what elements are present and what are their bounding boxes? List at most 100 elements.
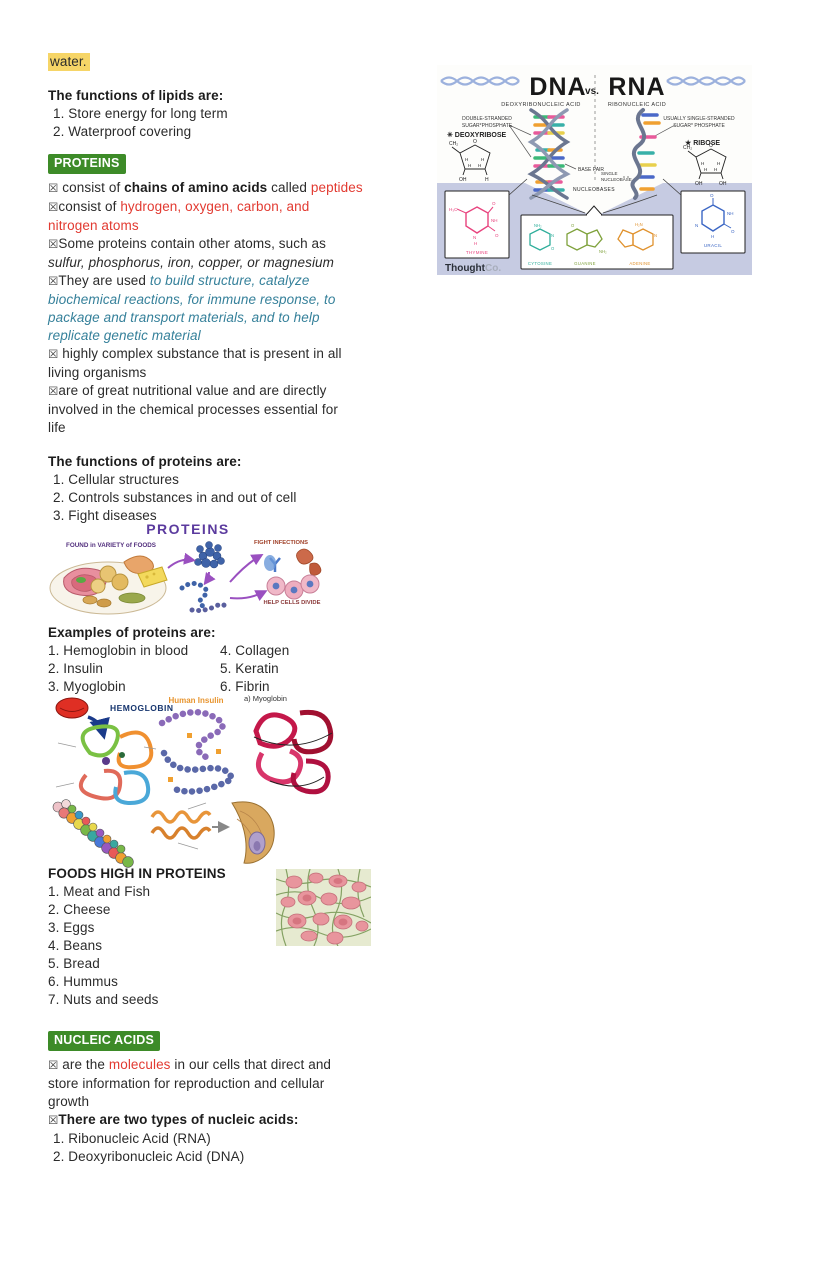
atom-label: H₃C — [449, 207, 458, 212]
found-in-foods-label: FOUND in VARIETY of FOODS — [66, 542, 156, 549]
text-segment: molecules — [108, 1057, 171, 1072]
nucleic-line: growth — [48, 1094, 90, 1109]
proteins-line: ☒are of great nutritional value and are … — [48, 382, 363, 401]
protein-functions-section: The functions of proteins are: 1. Cellul… — [48, 453, 297, 525]
nucleic-acids-section: NUCLEIC ACIDS ☒ are the molecules in our… — [48, 1031, 331, 1166]
proteins-line: replicate genetic material — [48, 328, 201, 343]
foods-item: 2. Cheese — [48, 902, 111, 917]
bubble-brace — [531, 194, 658, 214]
logo-text-light: Co. — [485, 263, 501, 274]
base-pair-label: BASE PAIR — [578, 167, 604, 173]
text-segment: hydrogen, oxygen, carbon, and — [120, 199, 310, 214]
proteins-line: ☒Some proteins contain other atoms, such… — [48, 235, 363, 254]
examples-section: Examples of proteins are: 1. Hemoglobin … — [48, 624, 289, 696]
dna-vs-rna-infographic-image: DNA vs. RNA DEOXYRIBONUCLEIC ACID RIBONU… — [437, 65, 752, 275]
hemoglobin-illustration: HEMOGLOBIN — [55, 697, 173, 806]
foods-item: 6. Hummus — [48, 974, 118, 989]
atom-label: NH₂ — [534, 223, 542, 228]
atom-label: H₂N — [635, 222, 643, 227]
atom-label: H — [465, 157, 468, 162]
deoxyribose-label: ✳ DEOXYRIBOSE — [447, 131, 506, 139]
text-segment: consist of — [58, 199, 121, 214]
fight-infections-label: FIGHT INFECTIONS — [254, 540, 308, 546]
proteins-line: life — [48, 420, 66, 435]
proteins-line: ☒ consist of chains of amino acids calle… — [48, 179, 363, 198]
atom-label: OH — [695, 181, 703, 187]
thymine-name: THYMINE — [466, 250, 488, 255]
nucleobases-box: NH₂ N O CYTOSINE O NH₂ GUANINE H₂N N ADE… — [520, 205, 674, 270]
rna-subtitle: RIBONUCLEIC ACID — [608, 102, 666, 108]
nucleic-acids-chip: NUCLEIC ACIDS — [48, 1031, 161, 1051]
atom-label: O — [551, 246, 555, 251]
text-segment: They are used — [58, 273, 150, 288]
single-nucleobase-label: NUCLEOBASE — [601, 177, 632, 182]
foods-item: 7. Nuts and seeds — [48, 992, 159, 1007]
atom-label: NH₂ — [599, 249, 607, 254]
ribose-structure — [687, 148, 727, 180]
food-plate-illustration — [49, 555, 168, 615]
atom-label: H — [711, 234, 714, 239]
atom-label: H — [485, 177, 489, 183]
examples-item: 6. Fibrin — [220, 679, 270, 694]
atom-label: H — [714, 167, 717, 172]
rna-strand-note: USUALLY SINGLE-STRANDED — [663, 116, 735, 122]
proteins-line: ☒ highly complex substance that is prese… — [48, 345, 363, 364]
atom-label: O — [473, 139, 477, 145]
single-nucleobase-label: SINGLE — [601, 171, 618, 176]
atom-label: CH₂ — [683, 145, 692, 151]
dividing-cells-icons — [266, 574, 320, 600]
examples-item: 3. Myoglobin — [48, 679, 126, 694]
missing-glyph-icon: ☒ — [48, 202, 59, 214]
myoglobin-label: a) Myoglobin — [244, 694, 287, 703]
atom-label: N — [654, 233, 657, 238]
protein-functions-item: 1. Cellular structures — [53, 472, 179, 487]
protein-molecule-illustration — [194, 541, 225, 569]
atom-label: O — [709, 143, 713, 149]
decorative-helix-strip — [440, 76, 746, 86]
foods-section: FOODS HIGH IN PROTEINS 1. Meat and Fish … — [48, 865, 226, 1009]
missing-glyph-icon: ☒ — [48, 1115, 59, 1127]
lipids-heading: The functions of lipids are: — [48, 88, 224, 103]
protein-functions-item: 2. Controls substances in and out of cel… — [53, 490, 297, 505]
nucleic-line: ☒ are the molecules in our cells that di… — [48, 1056, 331, 1075]
missing-glyph-icon: ☒ — [48, 276, 59, 288]
missing-glyph-icon: ☒ — [48, 349, 59, 361]
foods-item: 3. Eggs — [48, 920, 95, 935]
ribose-label: ★ RIBOSE — [685, 139, 720, 147]
proteins-line: ☒consist of hydrogen, oxygen, carbon, an… — [48, 198, 363, 217]
text-segment: to build structure, catalyze — [149, 273, 310, 288]
uracil-structure-box: O NH O N H URACIL — [680, 190, 746, 254]
atom-label: H — [481, 157, 484, 162]
missing-glyph-icon: ☒ — [48, 183, 59, 195]
proteins-line: involved in the chemical processes essen… — [48, 402, 338, 417]
rna-title: RNA — [608, 73, 665, 101]
text-segment: in our cells that direct and — [170, 1057, 332, 1072]
atom-label: H — [701, 161, 704, 166]
text-segment: There are two types of nucleic acids: — [58, 1112, 299, 1127]
proteins-line: biochemical reactions, for immune respon… — [48, 292, 336, 307]
examples-item: 5. Keratin — [220, 661, 279, 676]
text-segment: chains of amino acids — [124, 180, 268, 195]
logo-text-dark: Thought — [445, 263, 486, 274]
atom-label: H — [474, 241, 477, 246]
foods-item: 4. Beans — [48, 938, 103, 953]
atom-label: N — [551, 233, 554, 238]
atom-label: H — [468, 163, 471, 168]
atom-label: OH — [719, 181, 727, 187]
amino-acid-chain-illustration — [179, 580, 229, 613]
diagram-title: PROTEINS — [146, 521, 230, 537]
atom-label: OH — [459, 177, 467, 183]
help-cells-divide-label: HELP CELLS DIVIDE — [264, 600, 321, 606]
insulin-label: Human Insulin — [168, 696, 223, 705]
thymine-structure-box: H₃C O NH O N H THYMINE — [444, 190, 510, 259]
nucleic-line: ☒There are two types of nucleic acids: — [48, 1111, 331, 1130]
uracil-name: URACIL — [704, 243, 723, 248]
proteins-line: sulfur, phosphorus, iron, copper, or mag… — [48, 255, 335, 270]
vs-label: vs. — [585, 86, 599, 97]
lipids-section: The functions of lipids are: 1. Store en… — [48, 87, 228, 141]
atom-label: NH — [727, 211, 734, 216]
missing-glyph-icon: ☒ — [48, 386, 59, 398]
text-segment: consist of — [58, 180, 125, 195]
protein-functions-heading: The functions of proteins are: — [48, 454, 242, 469]
